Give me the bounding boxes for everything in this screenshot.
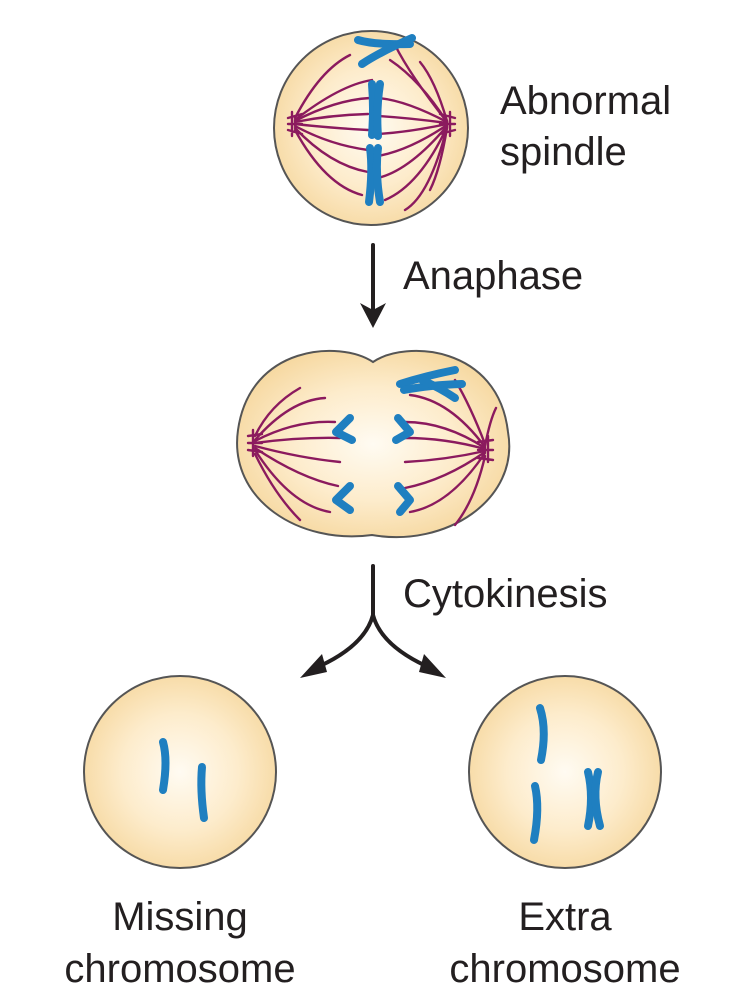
left-daughter-cell xyxy=(83,675,277,869)
top-centrosome-left xyxy=(286,110,304,138)
middle-cell-group xyxy=(236,349,511,539)
right-chromosomes xyxy=(530,704,604,844)
right-label-line2: chromosome xyxy=(449,947,680,991)
right-daughter-group xyxy=(468,675,662,869)
top-centrosome-right xyxy=(438,110,457,138)
left-label-line2: chromosome xyxy=(64,947,295,991)
middle-centrosome-left xyxy=(246,428,264,458)
right-daughter-cell xyxy=(468,675,662,869)
cytokinesis-label: Cytokinesis xyxy=(403,572,608,616)
left-label-line1: Missing xyxy=(112,895,248,939)
middle-centrosome-right xyxy=(476,434,495,464)
top-cell-group xyxy=(273,30,469,226)
anaphase-label: Anaphase xyxy=(403,254,583,298)
left-daughter-group xyxy=(83,675,277,869)
top-label-line2: spindle xyxy=(500,130,627,174)
left-chromosomes xyxy=(159,738,208,822)
top-label-line1: Abnormal xyxy=(500,79,671,123)
middle-cell xyxy=(236,349,511,539)
anaphase-arrow xyxy=(360,243,386,328)
middle-chromosomes xyxy=(332,366,466,516)
cytokinesis-arrow xyxy=(300,564,446,678)
top-chromosomes xyxy=(354,34,416,206)
right-label-line1: Extra xyxy=(518,895,612,939)
